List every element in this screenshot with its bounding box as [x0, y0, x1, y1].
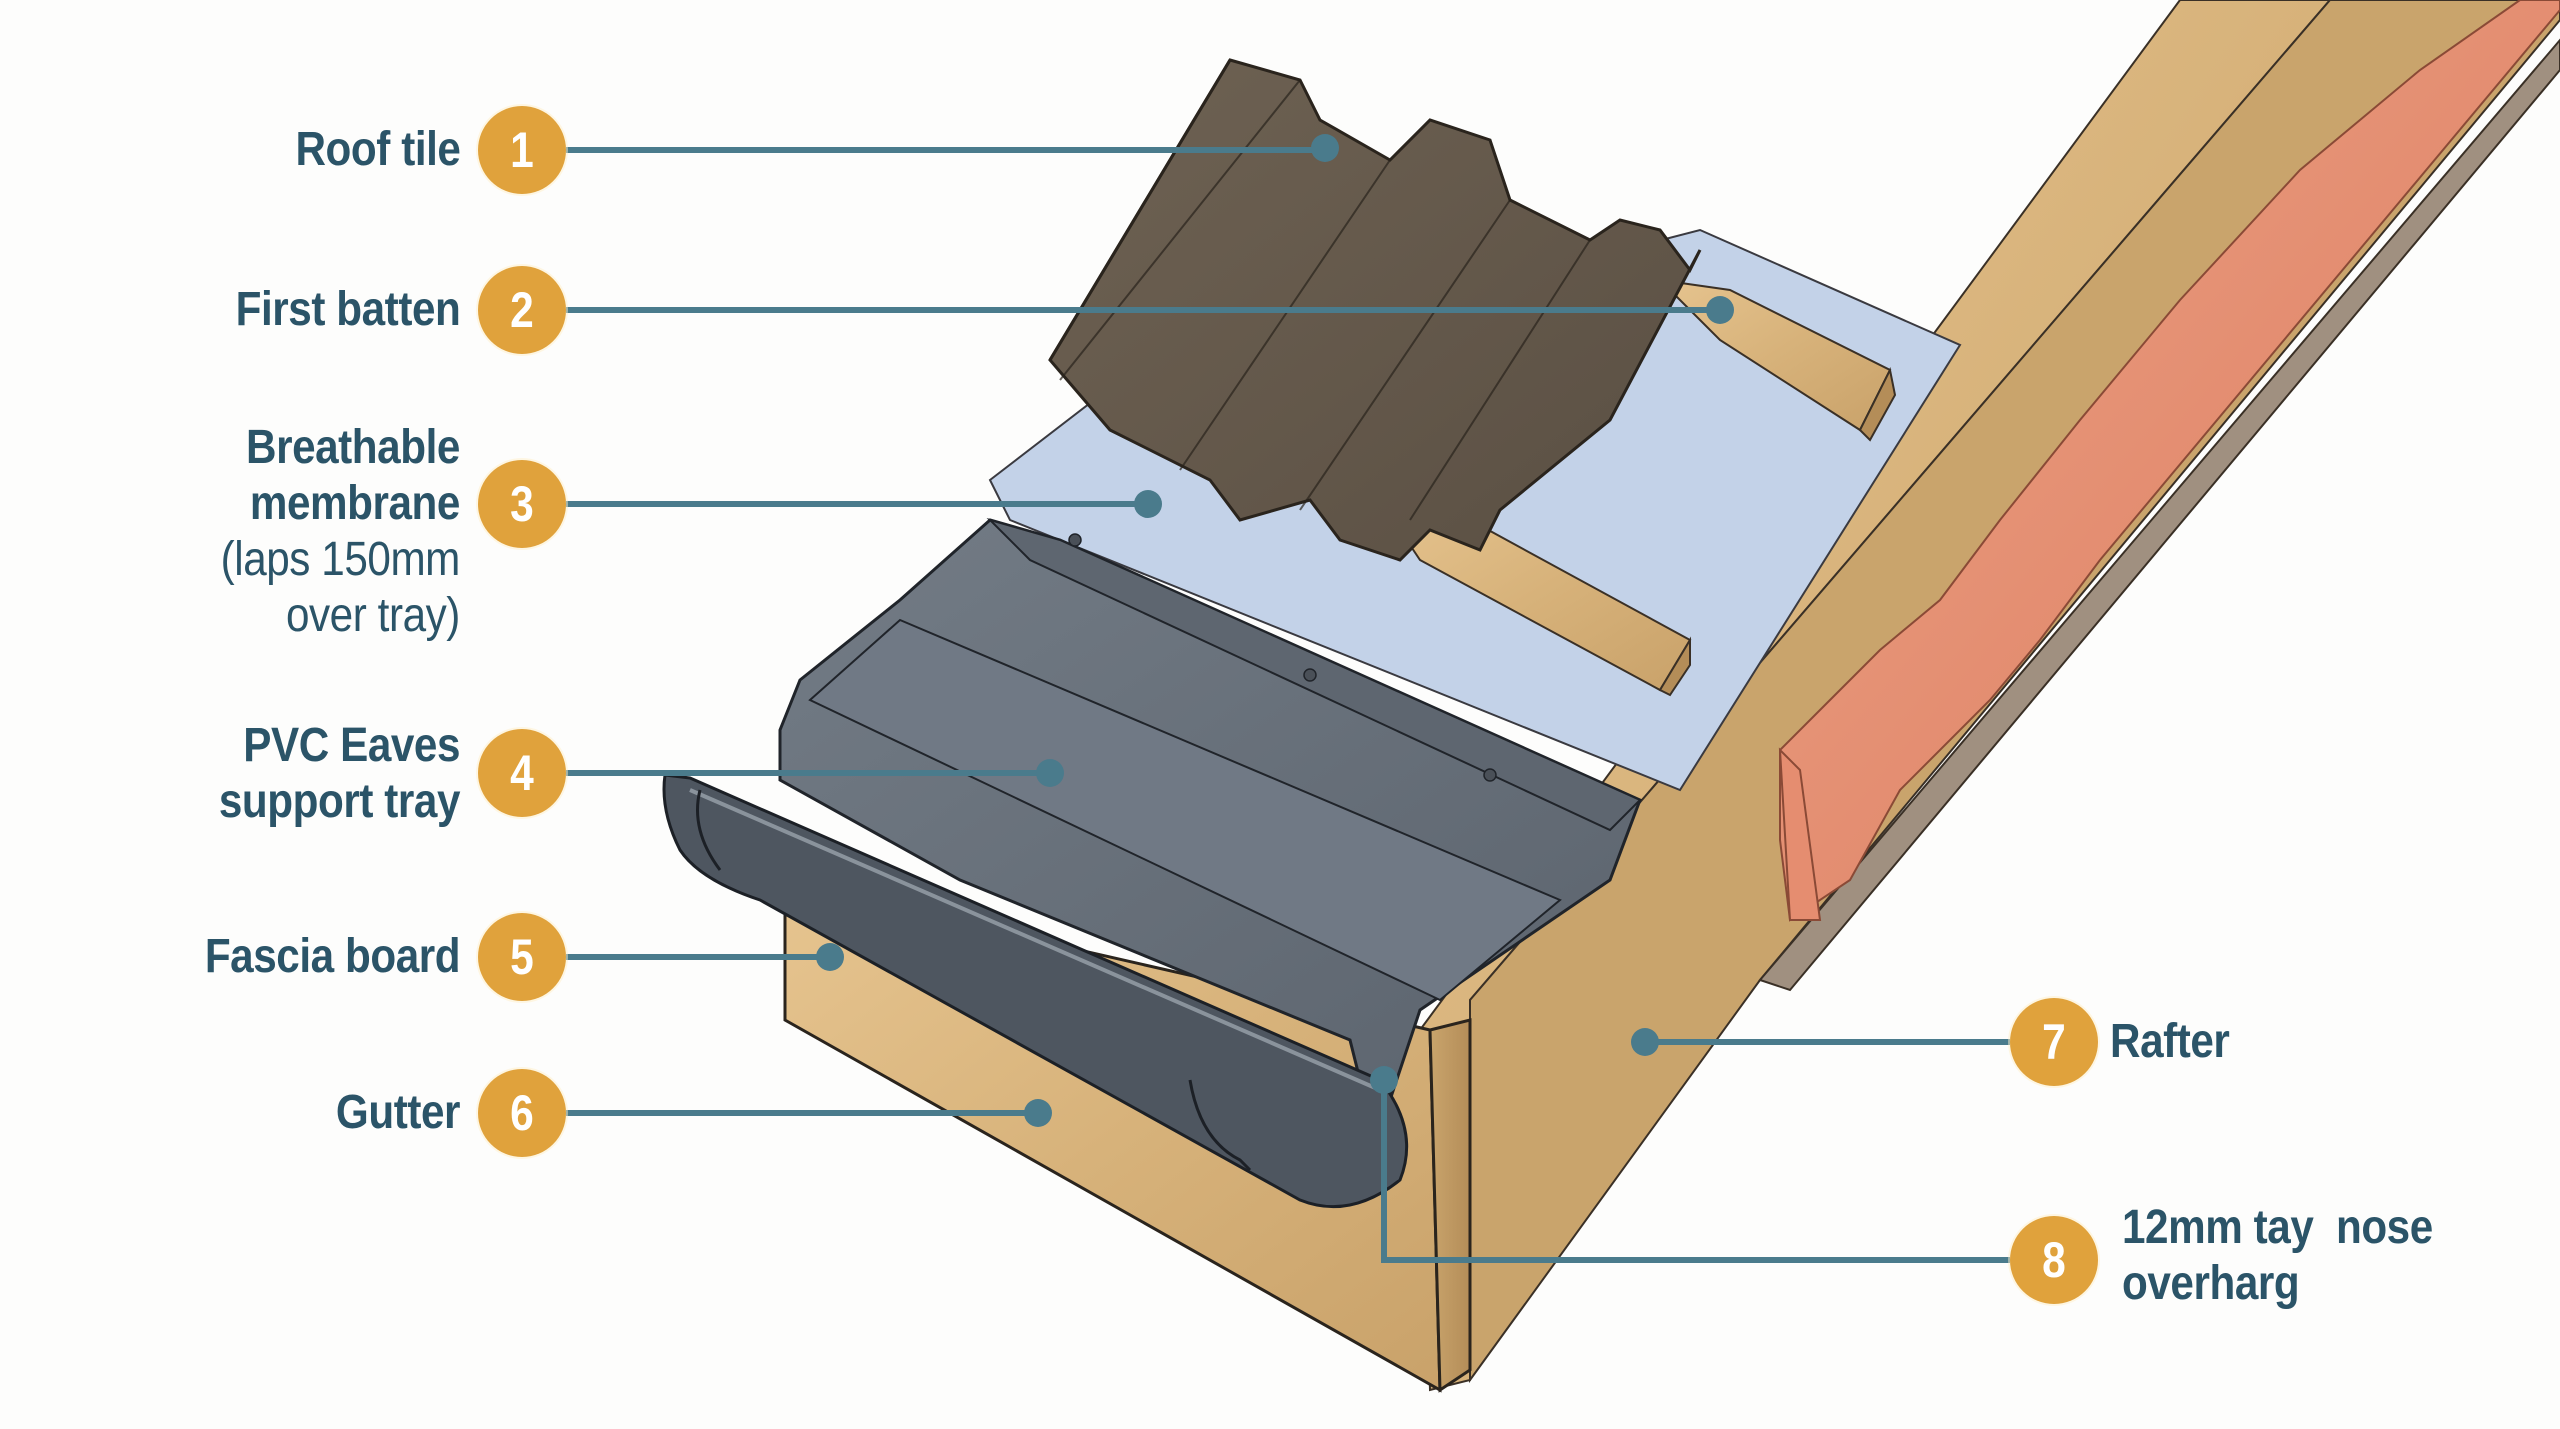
callout-badge-6: 6	[478, 1069, 566, 1157]
callout-label-pvc-eaves-tray: PVC Eaves support tray	[218, 719, 461, 828]
callout-label-tray-nose-overhang: 12mm tay nose overharg	[2122, 1201, 2433, 1310]
insulation	[1778, 0, 2560, 922]
lower-batten	[1377, 498, 1692, 697]
callout-label-breathable-membrane: Breathable membrane (laps 150mm over tra…	[220, 421, 461, 642]
callout-badge-1: 1	[478, 106, 566, 194]
membrane-lap-note: (laps 150mm	[220, 533, 461, 586]
fascia-board	[783, 893, 1472, 1393]
callout-badge-8: 8	[2010, 1216, 2098, 1304]
callout-badge-3: 3	[478, 460, 566, 548]
callout-label-rafter: Rafter	[2110, 1015, 2230, 1068]
leader-lines	[566, 147, 2010, 1263]
pvc-eaves-tray	[778, 517, 1642, 1103]
callout-label-gutter: Gutter	[335, 1086, 461, 1139]
callout-label-first-batten: First batten	[235, 283, 460, 336]
callout-badge-4: 4	[478, 729, 566, 817]
gutter	[662, 773, 1409, 1209]
callout-badge-5: 5	[478, 913, 566, 1001]
callout-badge-7: 7	[2010, 998, 2098, 1086]
leader-dots	[816, 134, 1734, 1127]
callout-badge-2: 2	[478, 266, 566, 354]
callout-label-fascia-board: Fascia board	[204, 930, 461, 983]
callout-label-roof-tile: Roof tile	[295, 123, 460, 176]
